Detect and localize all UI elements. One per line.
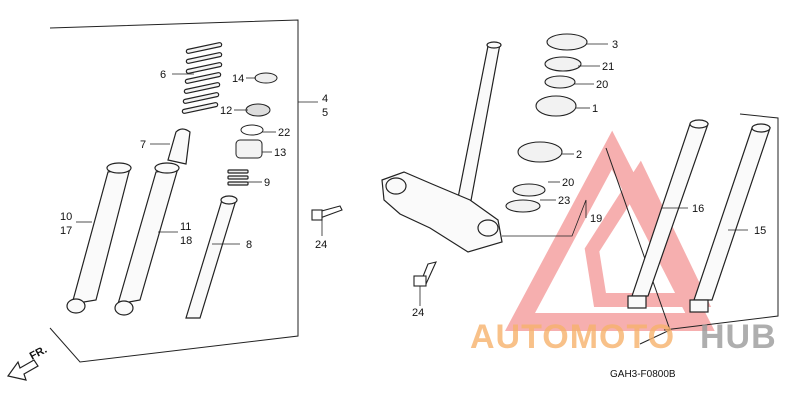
part-label-15: 15 xyxy=(754,225,766,237)
fork-spring-part xyxy=(181,42,223,114)
ball-race-part xyxy=(512,183,546,197)
part-label-11: 11 xyxy=(180,221,191,233)
watermark-text: AUTOMOTO HUB xyxy=(470,318,777,356)
stop-ring-part xyxy=(240,124,264,136)
steel-ball-part xyxy=(544,75,576,89)
fork-leg-panel-outline xyxy=(49,19,299,363)
fork-cap-part xyxy=(254,72,278,84)
front-direction-arrow: FR. xyxy=(6,344,49,381)
part-label-5: 5 xyxy=(322,107,328,119)
part-label-6: 6 xyxy=(160,69,166,81)
part-label-2: 2 xyxy=(576,149,582,161)
fork-assembly-panel-outline xyxy=(605,113,779,345)
part-label-10: 10 xyxy=(60,211,72,223)
oil-seal-part xyxy=(245,103,271,117)
damper-rod-part xyxy=(167,128,191,165)
part-label-8: 8 xyxy=(246,239,252,251)
part-label-18: 18 xyxy=(180,235,192,247)
bolt-part xyxy=(311,205,343,221)
bottom-cone-race-part xyxy=(517,141,563,163)
part-label-3: 3 xyxy=(612,39,618,51)
washer-part xyxy=(544,56,582,72)
part-label-4: 4 xyxy=(322,93,328,105)
part-label-20-bottom: 20 xyxy=(562,177,574,189)
rebound-spring-part xyxy=(227,169,249,186)
fork-assembly-right-right-part xyxy=(689,123,771,313)
part-label-12: 12 xyxy=(220,105,232,117)
top-cone-race-part xyxy=(535,95,577,117)
fork-assembly-right-left-part xyxy=(627,119,709,309)
part-label-17: 17 xyxy=(60,225,72,237)
fork-slider-middle xyxy=(114,162,180,316)
fork-pipe-part xyxy=(185,195,238,319)
stem-bolt-part xyxy=(413,261,437,287)
part-label-20-top: 20 xyxy=(596,79,608,91)
part-label-22: 23 xyxy=(558,195,570,207)
lock-nut-part xyxy=(546,33,588,51)
leader-lines xyxy=(76,43,748,306)
part-label-1: 1 xyxy=(592,103,598,115)
steering-stem-part xyxy=(381,41,503,253)
part-label-7: 7 xyxy=(140,139,146,151)
drawing-code: GAH3-F0800B xyxy=(610,369,676,380)
part-label-19: 19 xyxy=(590,213,602,225)
part-label-9: 9 xyxy=(264,177,270,189)
part-label-14: 14 xyxy=(232,73,244,85)
front-arrow-label: FR. xyxy=(28,344,49,363)
part-label-13: 13 xyxy=(274,147,286,159)
part-label-16: 16 xyxy=(692,203,704,215)
part-label-21: 21 xyxy=(602,61,614,73)
watermark-brand-part1: AUTOMOTO xyxy=(470,318,675,356)
dust-seal-part xyxy=(505,199,541,213)
part-number-labels: 6 7 14 12 22 13 9 8 11 18 10 17 4 5 24 2… xyxy=(60,39,766,319)
steering-bearing-stack xyxy=(505,33,588,213)
watermark-brand-part2: HUB xyxy=(700,318,777,356)
part-label-24-left: 24 xyxy=(315,239,327,251)
arrow-icon xyxy=(6,359,39,381)
part-label-24-stem: 24 xyxy=(412,307,424,319)
part-label-23: 22 xyxy=(278,127,290,139)
bushing-part xyxy=(235,139,263,159)
fork-slider-left xyxy=(66,162,132,314)
